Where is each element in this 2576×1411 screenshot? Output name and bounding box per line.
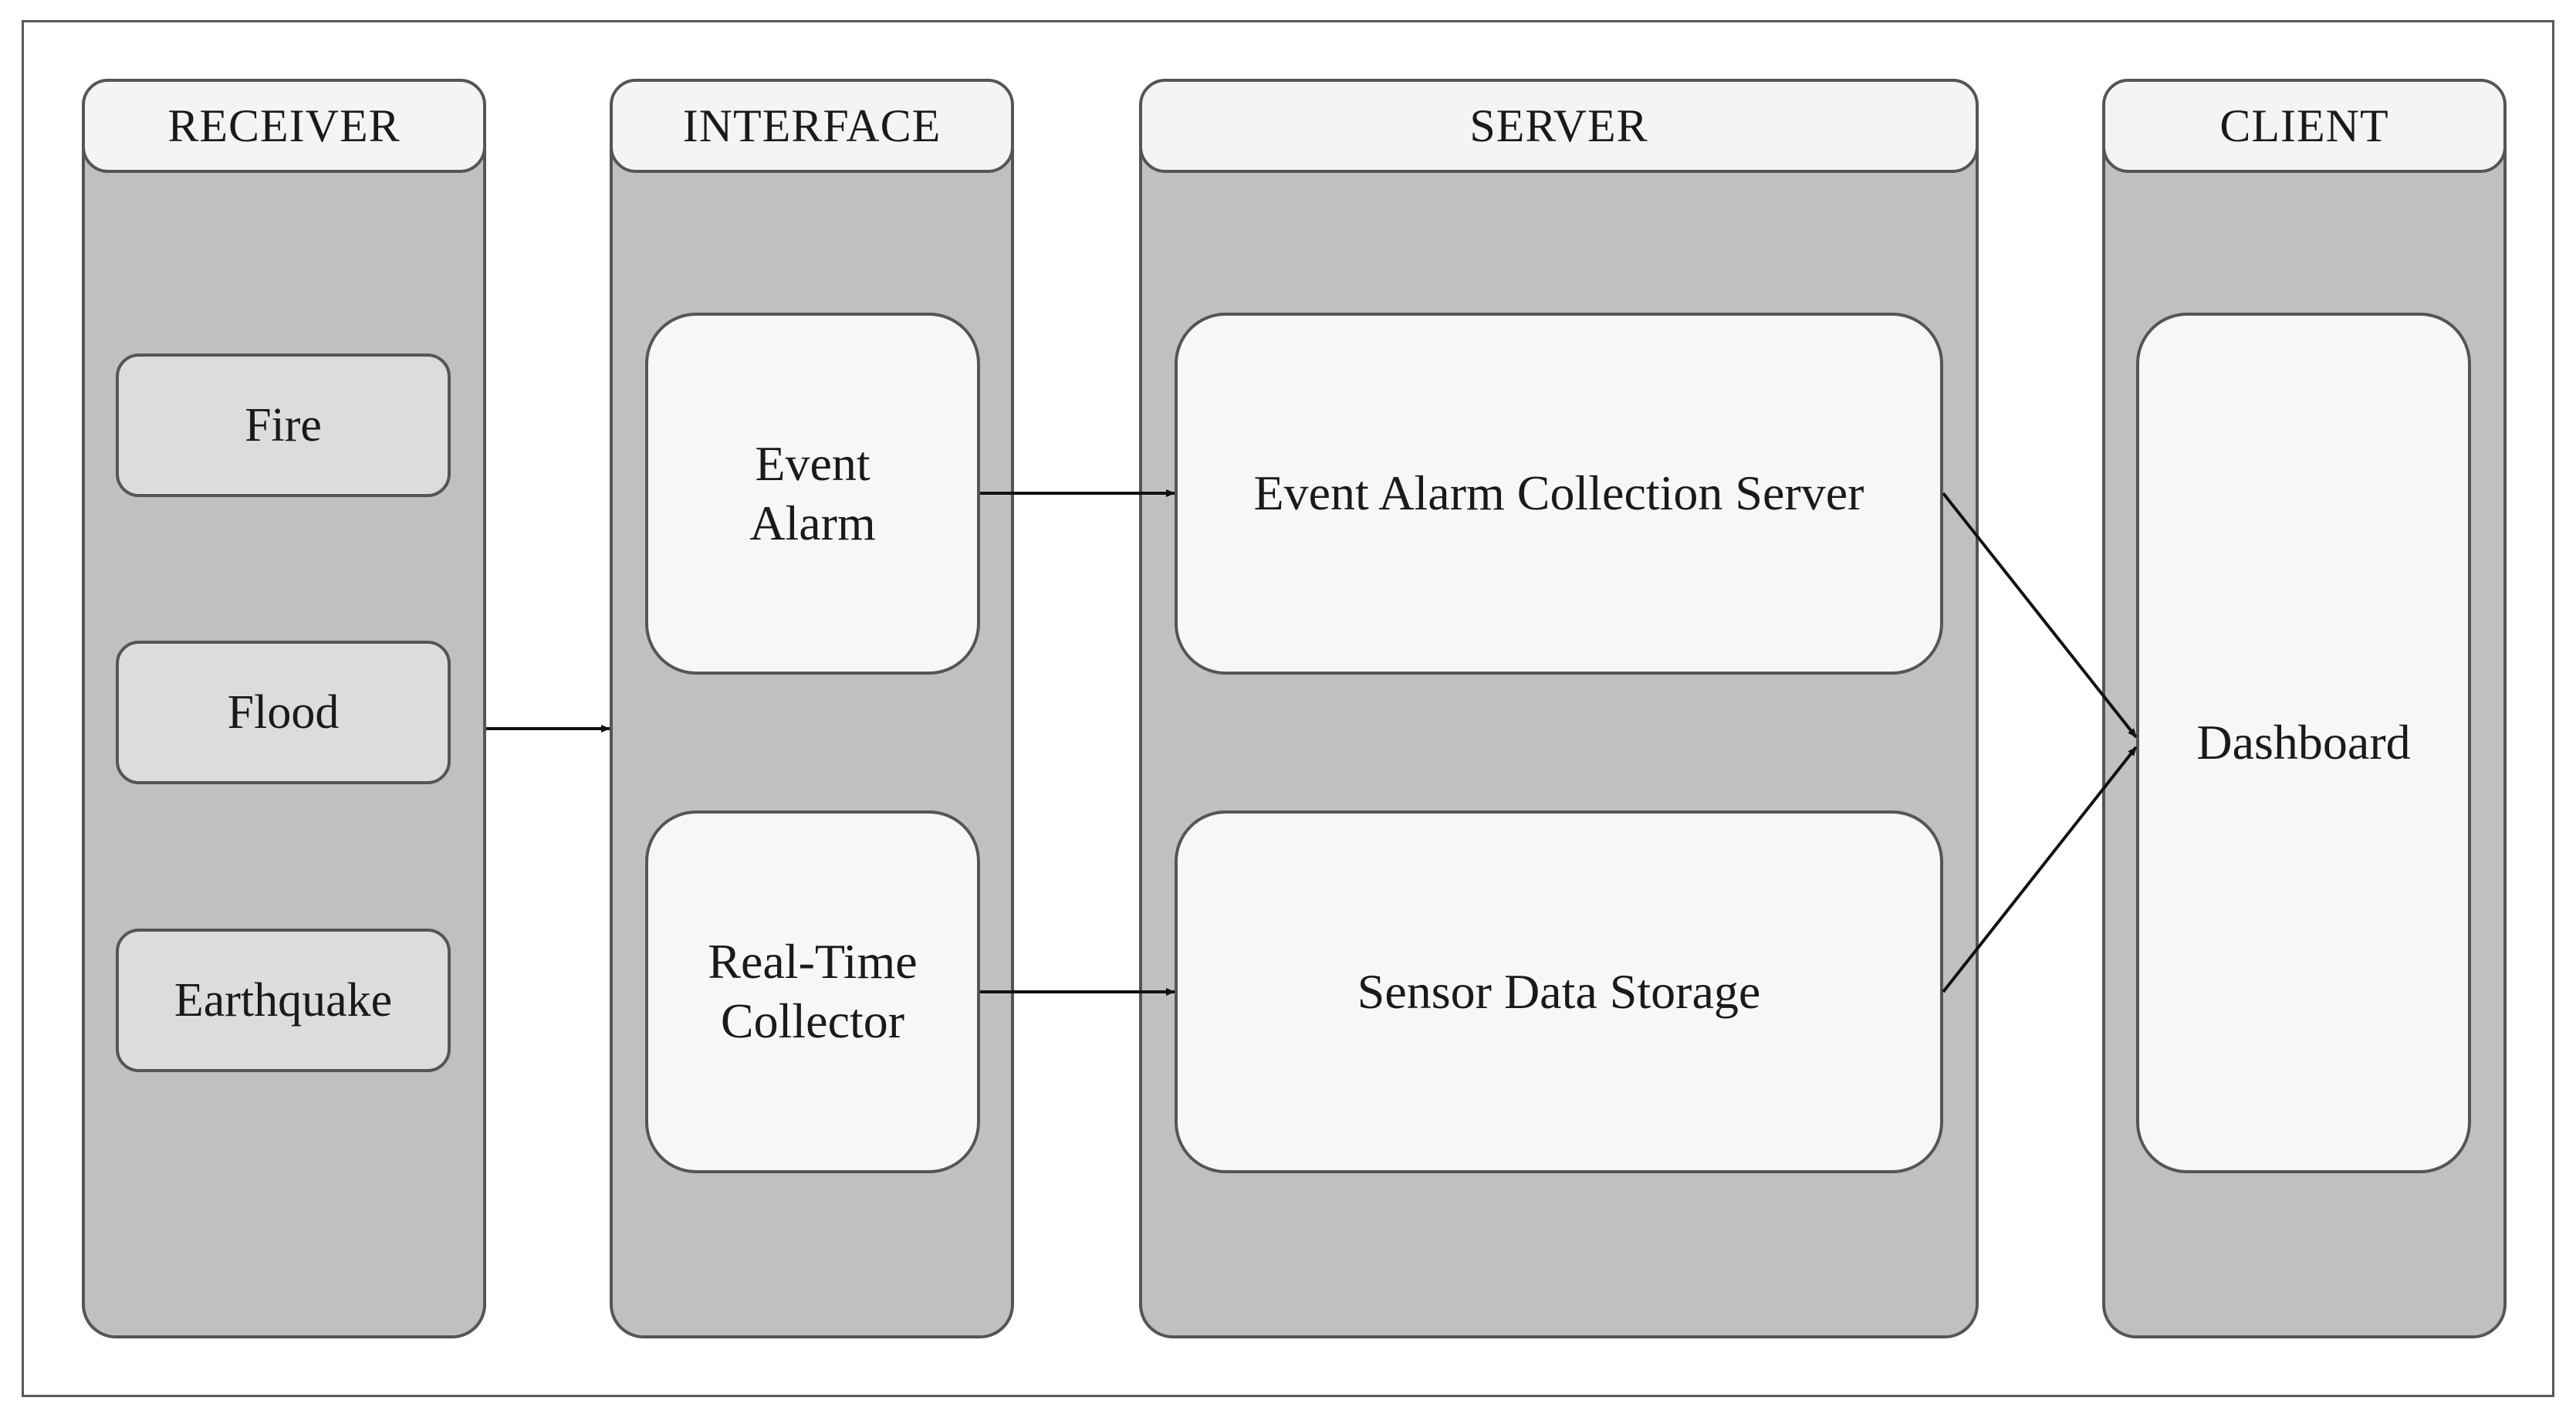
arrow-server-to-dashboard: [1942, 492, 2138, 739]
real-time-collector-node: Real-Time Collector: [645, 810, 980, 1173]
sensor-data-storage-node: Sensor Data Storage: [1175, 810, 1943, 1173]
event-alarm-node: Event Alarm: [645, 313, 980, 675]
earthquake-node: Earthquake: [116, 929, 451, 1072]
fire-node: Fire: [116, 354, 451, 497]
interface-header: INTERFACE: [610, 79, 1014, 173]
client-header: CLIENT: [2102, 79, 2507, 173]
dashboard-node: Dashboard: [2136, 313, 2471, 1173]
receiver-header: RECEIVER: [82, 79, 486, 173]
arrow-storage-to-dashboard: [1942, 746, 2138, 993]
flood-node: Flood: [116, 641, 451, 784]
server-header: SERVER: [1139, 79, 1979, 173]
event-alarm-collection-server-node: Event Alarm Collection Server: [1175, 313, 1943, 675]
